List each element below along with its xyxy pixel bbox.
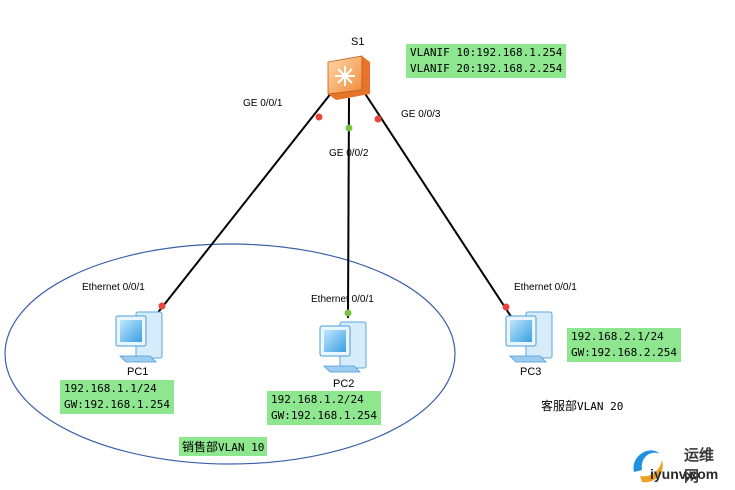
- sales-dept: 销售部: [182, 440, 219, 454]
- pc3-ip: 192.168.2.1/24: [571, 330, 664, 343]
- port-label-pc1-eth: Ethernet 0/0/1: [82, 282, 145, 293]
- pc3-gw: GW:192.168.2.254: [571, 346, 677, 359]
- vlanif-line-1: VLANIF 10:192.168.1.254: [410, 46, 563, 59]
- watermark-name: 运维网: [684, 446, 715, 485]
- pc3-label: PC3: [520, 366, 542, 378]
- switch-label: S1: [351, 36, 365, 48]
- pc2-icon[interactable]: [319, 321, 367, 373]
- link-s1-pc1: [155, 91, 333, 316]
- pc2-label: PC2: [333, 378, 355, 390]
- watermark-swirl-icon: [633, 450, 663, 483]
- vlan10-ellipse: [4, 243, 456, 465]
- pc1-gw: GW:192.168.1.254: [64, 398, 170, 411]
- vlanif-line-2: VLANIF 20:192.168.2.254: [410, 62, 563, 75]
- port-label-s1-ge1: GE 0/0/1: [243, 98, 283, 109]
- link-s1-pc2: [347, 97, 350, 319]
- port-dot-s1-ge2: [345, 124, 353, 132]
- pc1-icon[interactable]: [115, 311, 163, 363]
- link-s1-pc3: [363, 91, 513, 319]
- port-label-pc3-eth: Ethernet 0/0/1: [514, 282, 577, 293]
- sales-group-label: 销售部VLAN 10: [179, 437, 268, 456]
- port-label-s1-ge3: GE 0/0/3: [401, 109, 441, 120]
- service-group-label: 客服部VLAN 20: [541, 397, 623, 414]
- pc2-ip: 192.168.1.2/24: [271, 393, 364, 406]
- pc2-gw: GW:192.168.1.254: [271, 409, 377, 422]
- switch-icon[interactable]: [327, 55, 370, 100]
- pc1-label: PC1: [127, 366, 149, 378]
- port-dot-s1-ge1: [315, 113, 323, 121]
- port-label-pc2-eth: Ethernet 0/0/1: [311, 294, 374, 305]
- port-dot-s1-ge3: [374, 115, 382, 123]
- pc3-icon[interactable]: [505, 311, 553, 363]
- sales-vlan: VLAN 10: [218, 441, 265, 454]
- port-label-s1-ge2: GE 0/0/2: [329, 148, 369, 159]
- service-vlan: VLAN 20: [577, 400, 624, 413]
- port-dot-pc1: [158, 302, 166, 310]
- service-dept: 客服部: [541, 399, 578, 413]
- port-dot-pc3: [502, 303, 510, 311]
- pc1-ip: 192.168.1.1/24: [64, 382, 157, 395]
- watermark-url: iyunv.com: [650, 466, 719, 482]
- port-dot-pc2: [344, 309, 352, 317]
- watermark-logo: 运维网 iyunv.com: [628, 442, 728, 486]
